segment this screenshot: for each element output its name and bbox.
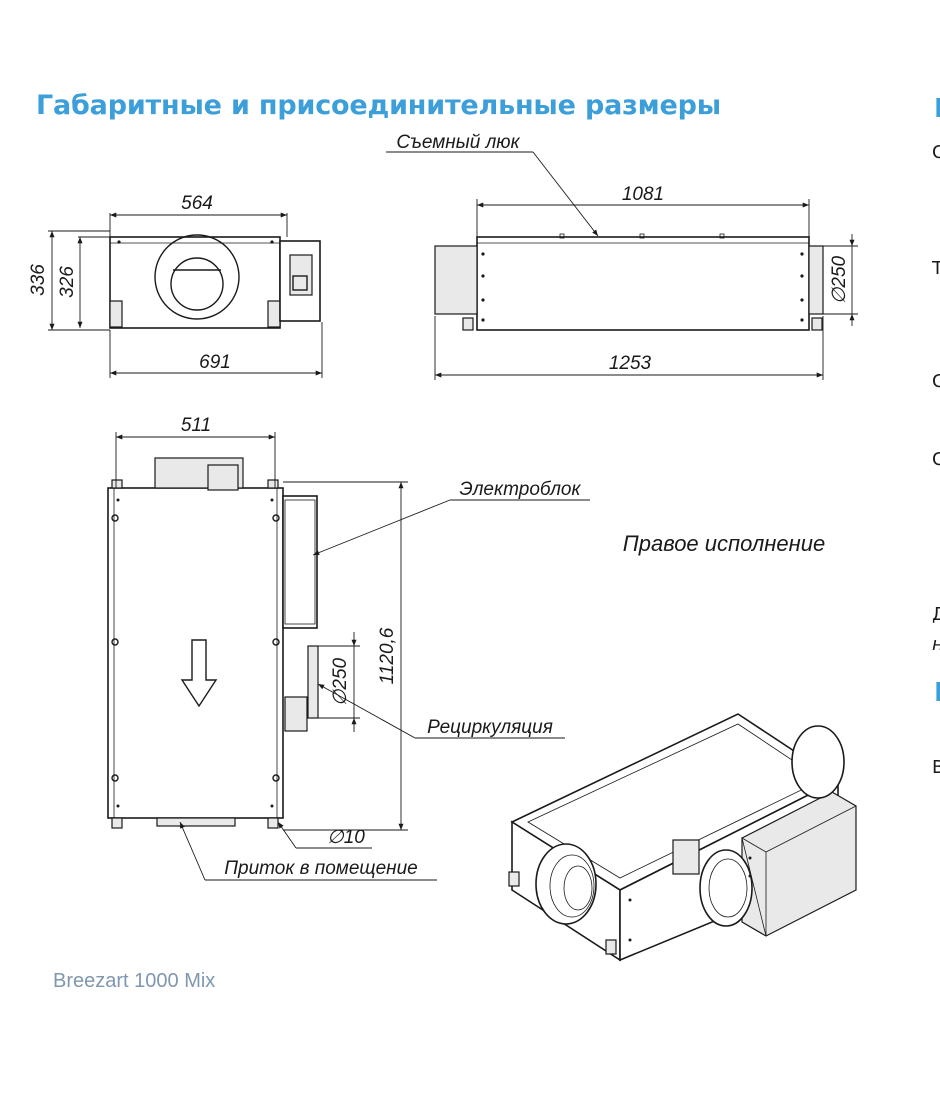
dim-front-height-inner: 326 <box>57 266 78 298</box>
dim-top-width: 511 <box>181 415 211 436</box>
cropped-text-fragment: Т <box>932 258 940 279</box>
dim-side-total: 1253 <box>609 353 652 374</box>
page-title: Габаритные и присоединительные размеры <box>36 90 721 121</box>
dim-top-hole: ∅10 <box>327 827 365 848</box>
cropped-heading-fragment: Г <box>934 678 940 708</box>
callout-recirc: Рециркуляция <box>427 717 553 738</box>
side-view <box>386 151 858 380</box>
cropped-heading-fragment: Г <box>934 94 940 124</box>
cropped-text-fragment: С <box>932 371 940 392</box>
cropped-text-fragment: С <box>932 449 940 470</box>
callout-supply: Приток в помещение <box>224 858 417 879</box>
front-view <box>48 212 323 378</box>
callout-hatch: Съемный люк <box>396 132 520 153</box>
dim-top-length: 1120,6 <box>377 627 398 684</box>
cropped-text-fragment: Д <box>932 604 940 625</box>
cropped-text-fragment: В <box>932 757 940 778</box>
dim-top-diameter: ∅250 <box>330 657 351 706</box>
callout-variant: Правое исполнение <box>623 531 825 556</box>
callout-electro: Электроблок <box>460 479 582 500</box>
cropped-text-fragment: н <box>932 634 940 655</box>
dim-front-height-outer: 336 <box>28 264 49 296</box>
dim-side-length: 1081 <box>622 184 664 205</box>
cropped-text-fragment: С <box>932 142 940 163</box>
dim-side-diameter: ∅250 <box>829 255 850 304</box>
dim-front-total: 691 <box>199 352 231 373</box>
dim-front-width: 564 <box>181 193 213 214</box>
model-label: Breezart 1000 Mix <box>53 970 216 992</box>
top-view <box>107 432 590 881</box>
isometric-view <box>508 713 857 962</box>
